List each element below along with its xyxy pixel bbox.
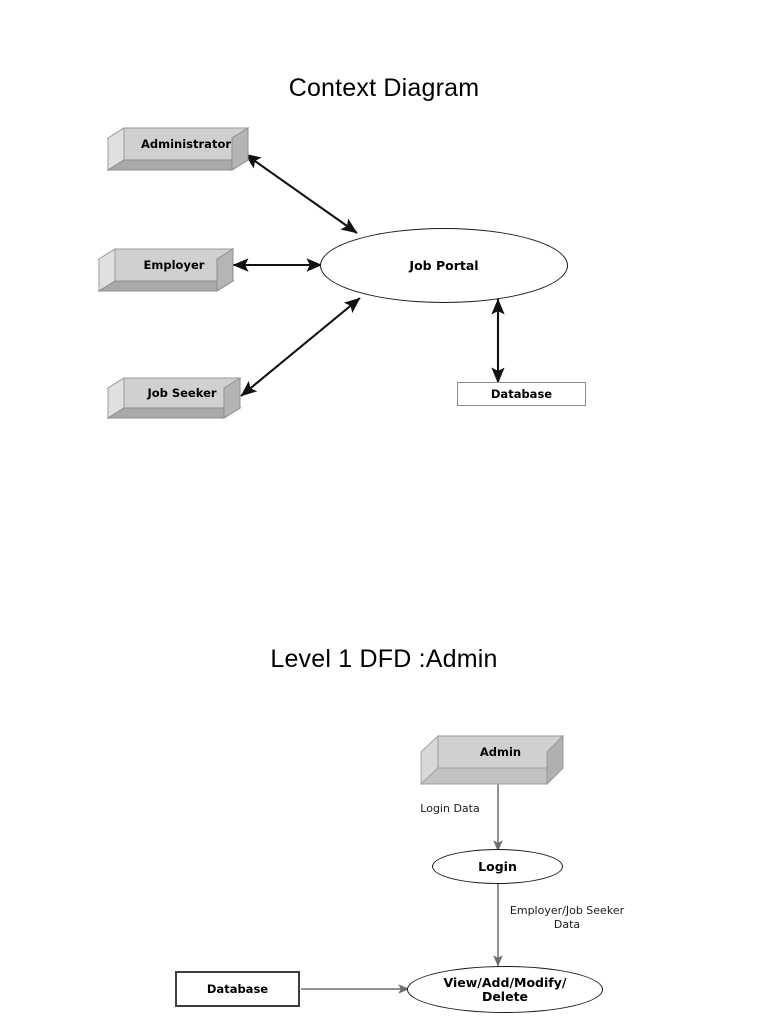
flow-label-login-data: Login Data xyxy=(420,802,480,815)
store-database-admin: Database xyxy=(175,971,300,1007)
process-login-label: Login xyxy=(478,858,517,874)
process-job-portal: Job Portal xyxy=(320,228,568,303)
process-job-portal-label: Job Portal xyxy=(409,257,479,273)
entity-job-seeker-label: Job Seeker xyxy=(147,386,217,400)
entity-admin-label-wrap: Admin xyxy=(438,736,563,768)
process-login: Login xyxy=(432,849,563,884)
entity-admin-label: Admin xyxy=(479,745,522,759)
entity-administrator-label-wrap: Administrator xyxy=(124,128,248,160)
store-database-context-label: Database xyxy=(490,387,553,401)
flow-administrator-jobportal xyxy=(244,153,358,234)
store-database-context: Database xyxy=(457,382,586,406)
level1-diagram-title: Level 1 DFD :Admin xyxy=(270,645,498,673)
process-view-add-modify-delete: View/Add/Modify/ Delete xyxy=(407,966,603,1013)
store-database-admin-label: Database xyxy=(206,982,269,996)
entity-employer-label: Employer xyxy=(143,258,205,272)
entity-job-seeker-label-wrap: Job Seeker xyxy=(124,378,240,408)
flow-label-employer-jobseeker-data: Employer/Job Seeker Data xyxy=(509,904,625,931)
flow-jobseeker-jobportal xyxy=(240,297,361,397)
context-diagram-title: Context Diagram xyxy=(288,74,480,102)
entity-employer-label-wrap: Employer xyxy=(115,249,233,281)
entity-administrator-label: Administrator xyxy=(140,137,232,151)
process-view-add-modify-delete-label: View/Add/Modify/ Delete xyxy=(443,974,567,1004)
